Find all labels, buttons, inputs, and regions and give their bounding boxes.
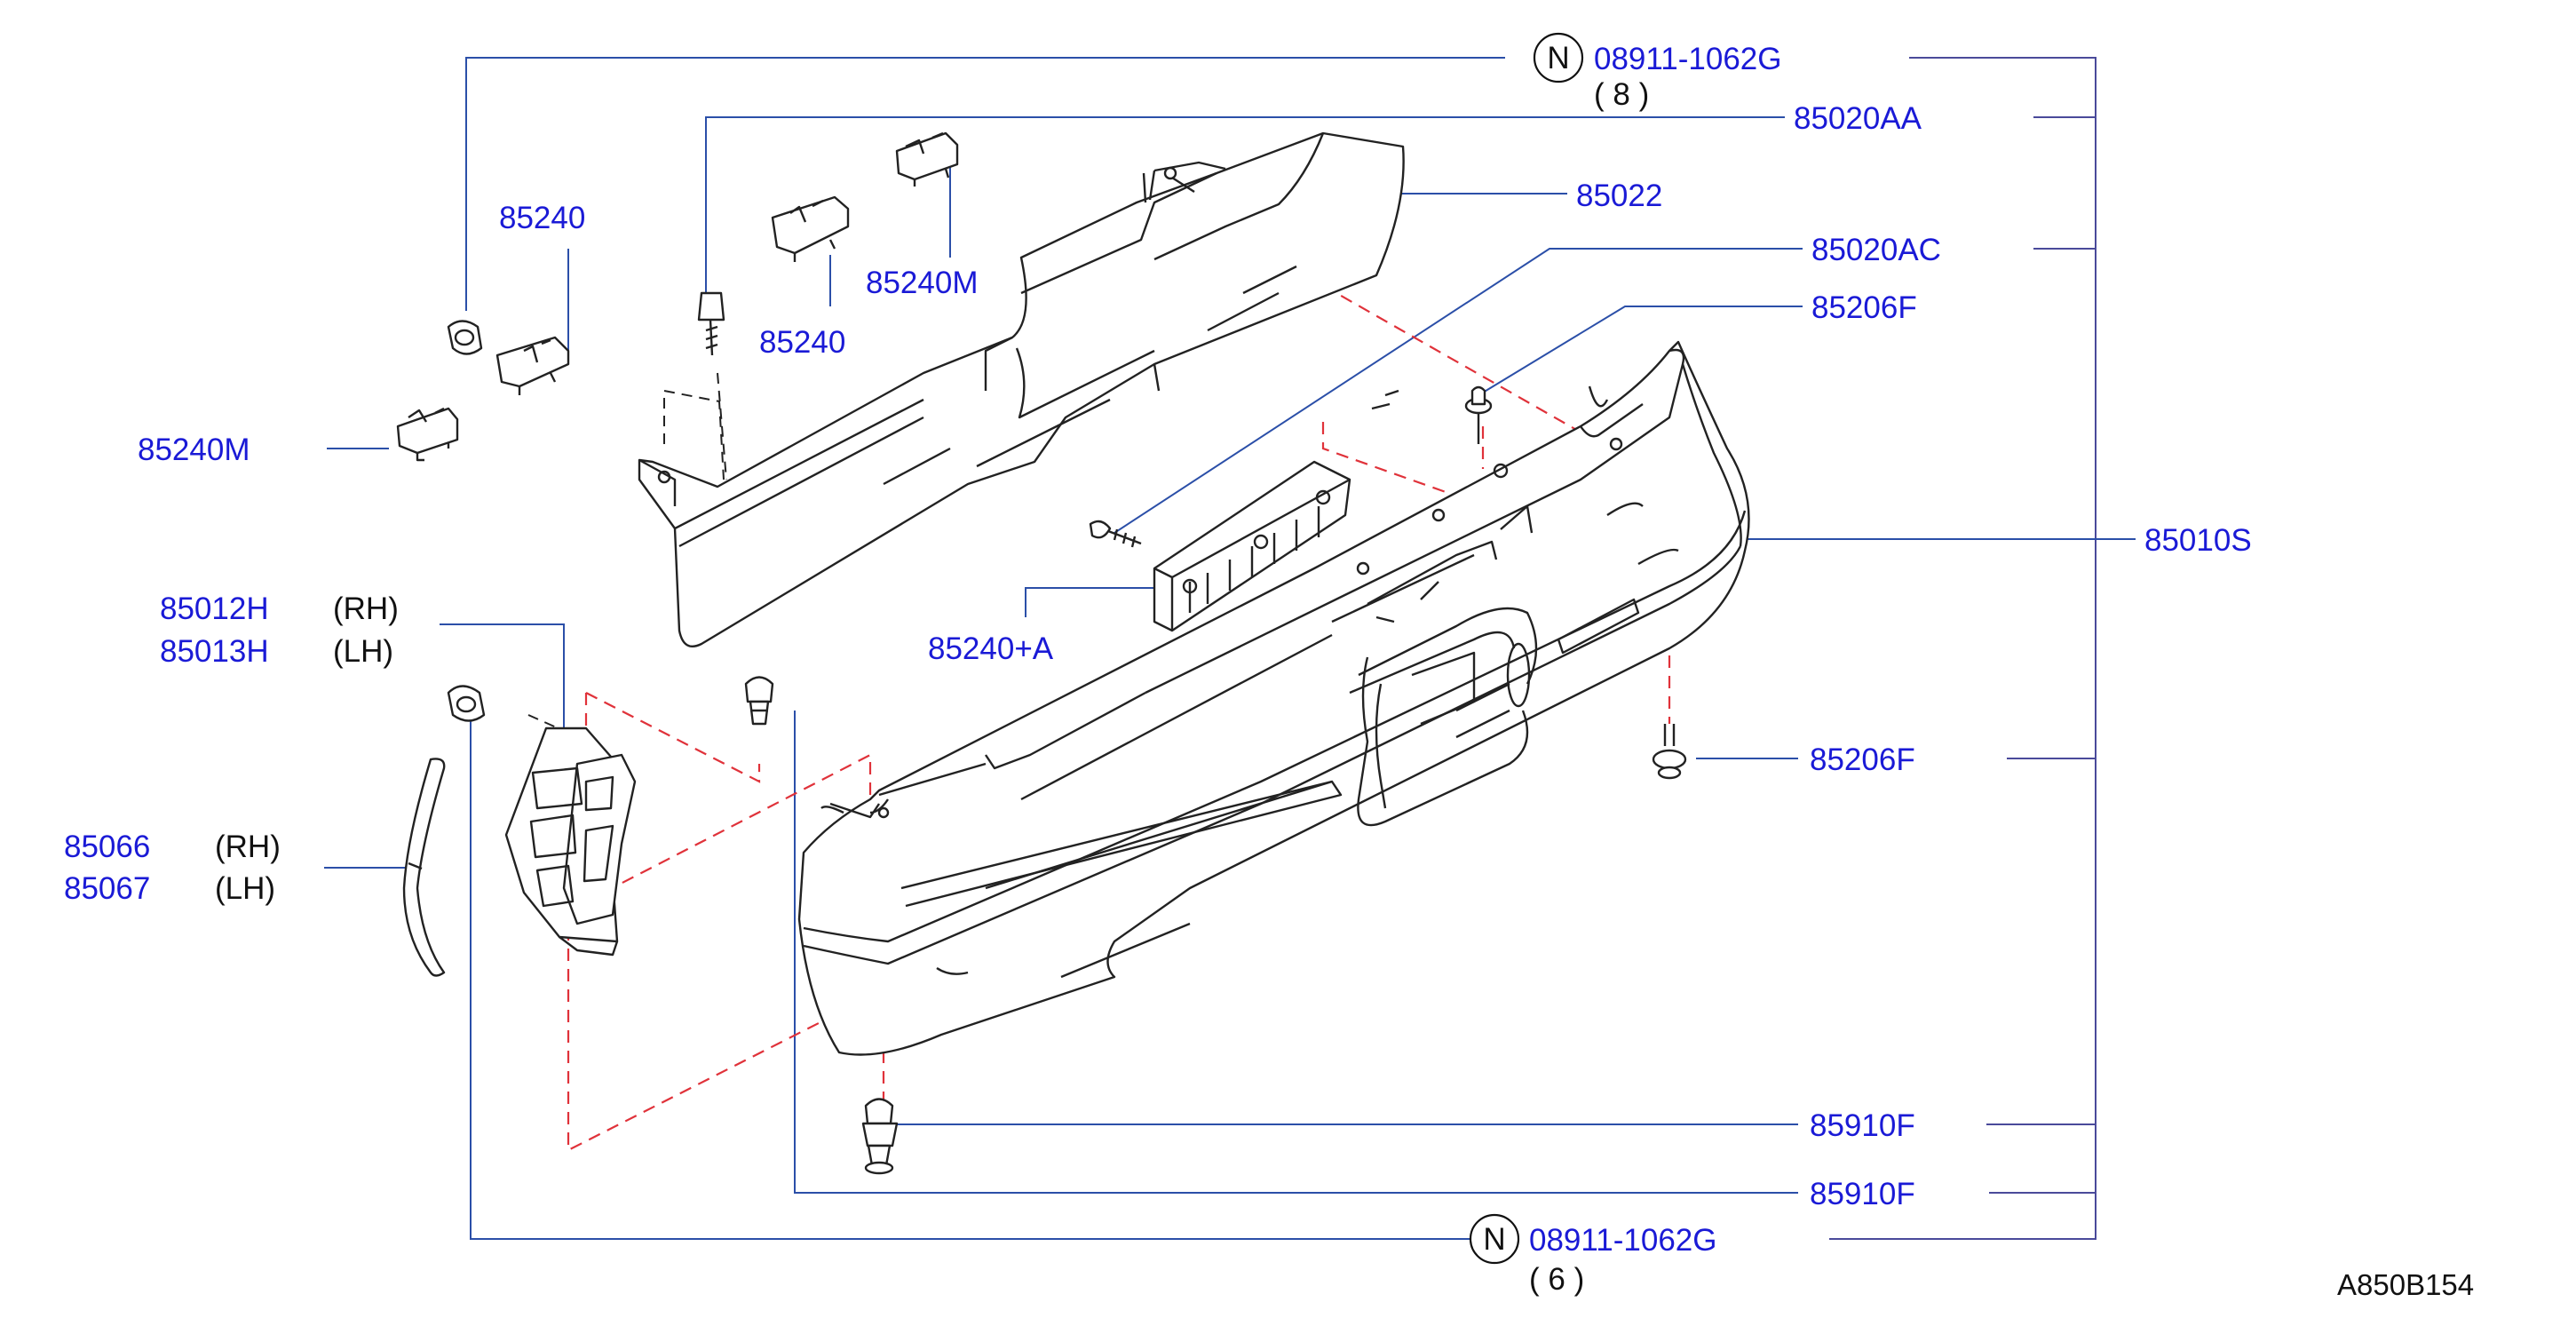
reinforcement-beam-85022 <box>638 131 1405 648</box>
clip-85240m-top <box>895 131 959 187</box>
push-clip-85910f-bottom <box>861 1098 899 1175</box>
callout-prefix: N <box>1483 1222 1505 1257</box>
side-strip-85066 <box>402 758 446 977</box>
push-clip-85910f-left <box>744 676 774 726</box>
callout-n-top: N 08911-1062G ( 8 ) <box>1533 32 1781 112</box>
bumper-fascia-85010S <box>797 340 1750 1056</box>
group-bracket <box>1829 57 2096 1240</box>
callout-n-bottom: N 08911-1062G ( 6 ) <box>1469 1213 1716 1297</box>
center-bracket-85240A <box>1153 460 1351 632</box>
part-number-85066: 85066 <box>64 830 150 864</box>
part-number-85240-left: 85240 <box>499 201 585 235</box>
part-number-08911-1062G-bottom: 08911-1062G <box>1529 1223 1716 1258</box>
part-number-85010S: 85010S <box>2144 523 2252 558</box>
clip-85240-mid <box>771 195 850 262</box>
diagram-reference-code: A850B154 <box>2337 1268 2474 1301</box>
part-number-85910F-b: 85910F <box>1810 1177 1915 1211</box>
quantity-top: ( 8 ) <box>1594 77 1649 112</box>
part-number-85012H: 85012H <box>160 592 269 626</box>
quantity-bottom: ( 6 ) <box>1529 1262 1584 1297</box>
push-clip-85206f-top <box>1464 385 1493 444</box>
part-number-85240A: 85240+A <box>928 631 1054 666</box>
part-number-85067: 85067 <box>64 871 150 906</box>
grommet-top <box>447 320 483 355</box>
push-clip-85206f-bottom <box>1652 724 1687 780</box>
part-number-85240-mid: 85240 <box>759 325 845 360</box>
part-number-85910F-a: 85910F <box>1810 1108 1915 1143</box>
side-bracket-85012H <box>504 726 637 957</box>
side-rh-85066: (RH) <box>215 830 281 864</box>
part-number-08911-1062G-top: 08911-1062G <box>1594 42 1781 76</box>
part-number-85206F-top: 85206F <box>1811 290 1917 325</box>
side-rh-85012H: (RH) <box>333 592 399 626</box>
leader-lines <box>324 57 2136 1240</box>
clip-85240m-left <box>396 407 459 462</box>
part-number-85240M-left: 85240M <box>138 433 250 467</box>
part-number-85240M-top: 85240M <box>866 266 978 300</box>
clip-85240-left <box>495 336 570 395</box>
circle-n-icon <box>1533 32 1584 83</box>
part-number-85022: 85022 <box>1576 179 1662 213</box>
callout-prefix: N <box>1547 41 1569 75</box>
part-number-85020AA: 85020AA <box>1794 101 1922 136</box>
grommet-lower <box>447 685 486 722</box>
screw-85020aa <box>697 291 725 356</box>
part-number-85020AC: 85020AC <box>1811 233 1941 267</box>
screw-85020ac <box>1089 520 1142 548</box>
circle-n-icon <box>1469 1213 1520 1265</box>
side-lh-85013H: (LH) <box>333 634 393 669</box>
part-number-85206F-bottom: 85206F <box>1810 742 1915 777</box>
part-number-85013H: 85013H <box>160 634 269 669</box>
side-lh-85067: (LH) <box>215 871 275 906</box>
